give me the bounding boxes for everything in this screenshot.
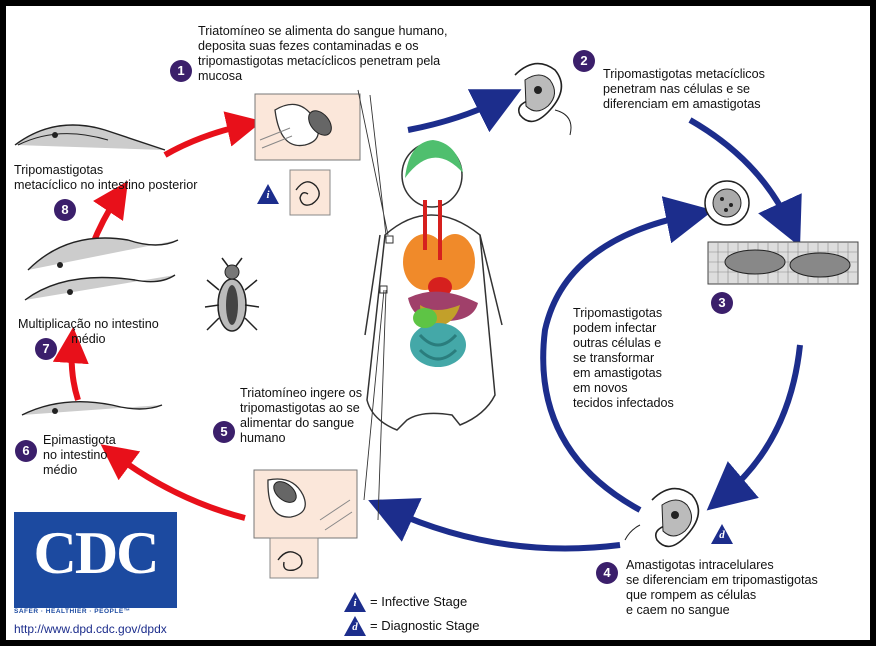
- stage-4-parasite: [625, 489, 698, 547]
- stage-8-parasite: [15, 125, 165, 150]
- cdc-logo-text: CDC: [14, 518, 177, 588]
- stage-3-tissue: [705, 181, 858, 284]
- stage-6-parasite: [22, 402, 162, 415]
- step-8-badge: 8: [54, 199, 76, 221]
- inset-trypomastigote-1: [290, 170, 330, 215]
- stage-7-parasites: [25, 238, 178, 300]
- arrow-1-to-2: [408, 100, 500, 130]
- step-6-text: Epimastigota no intestino médio: [43, 433, 116, 478]
- step-4-text: Amastigotas intracelulares se diferencia…: [626, 558, 818, 618]
- reinfection-text: Tripomastigotas podem infectar outras cé…: [573, 306, 674, 411]
- step-6-badge: 6: [15, 440, 37, 462]
- arrow-6-to-7: [72, 345, 78, 400]
- triatomine-bug-drawing: [205, 258, 259, 331]
- step-5-badge: 5: [213, 421, 235, 443]
- arrow-4-to-5: [390, 510, 620, 548]
- step-1-badge: 1: [170, 60, 192, 82]
- step-3-badge: 3: [711, 292, 733, 314]
- source-url[interactable]: http://www.dpd.cdc.gov/dpdx: [14, 622, 167, 636]
- legend-infective-icon: i: [344, 592, 366, 612]
- cdc-tagline: SAFER · HEALTHIER · PEOPLE™: [14, 608, 184, 615]
- stage-2-parasite: [515, 64, 571, 135]
- step-7-badge: 7: [35, 338, 57, 360]
- step-2-badge: 2: [573, 50, 595, 72]
- infective-stage-marker: i: [257, 184, 279, 204]
- step-5-text: Triatomíneo ingere os tripomastigotas ao…: [240, 386, 362, 446]
- step-1-text: Triatomíneo se alimenta do sangue humano…: [198, 24, 447, 84]
- step-4-badge: 4: [596, 562, 618, 584]
- legend-diagnostic-icon: d: [344, 616, 366, 636]
- step-8-text: Tripomastigotas metacíclico no intestino…: [14, 163, 197, 193]
- legend-diagnostic-label: = Diagnostic Stage: [370, 618, 479, 633]
- arrow-8-to-1: [165, 125, 245, 155]
- cdc-logo: CDC: [14, 512, 177, 608]
- inset-trypomastigote-5: [270, 538, 318, 578]
- arrow-3-to-4: [725, 345, 800, 495]
- legend-infective-label: = Infective Stage: [370, 594, 467, 609]
- arrow-5-to-6: [115, 455, 245, 518]
- diagnostic-stage-marker: d: [711, 524, 733, 544]
- step-2-text: Tripomastigotas metacíclicos penetram na…: [603, 67, 765, 112]
- human-figure: [358, 90, 502, 520]
